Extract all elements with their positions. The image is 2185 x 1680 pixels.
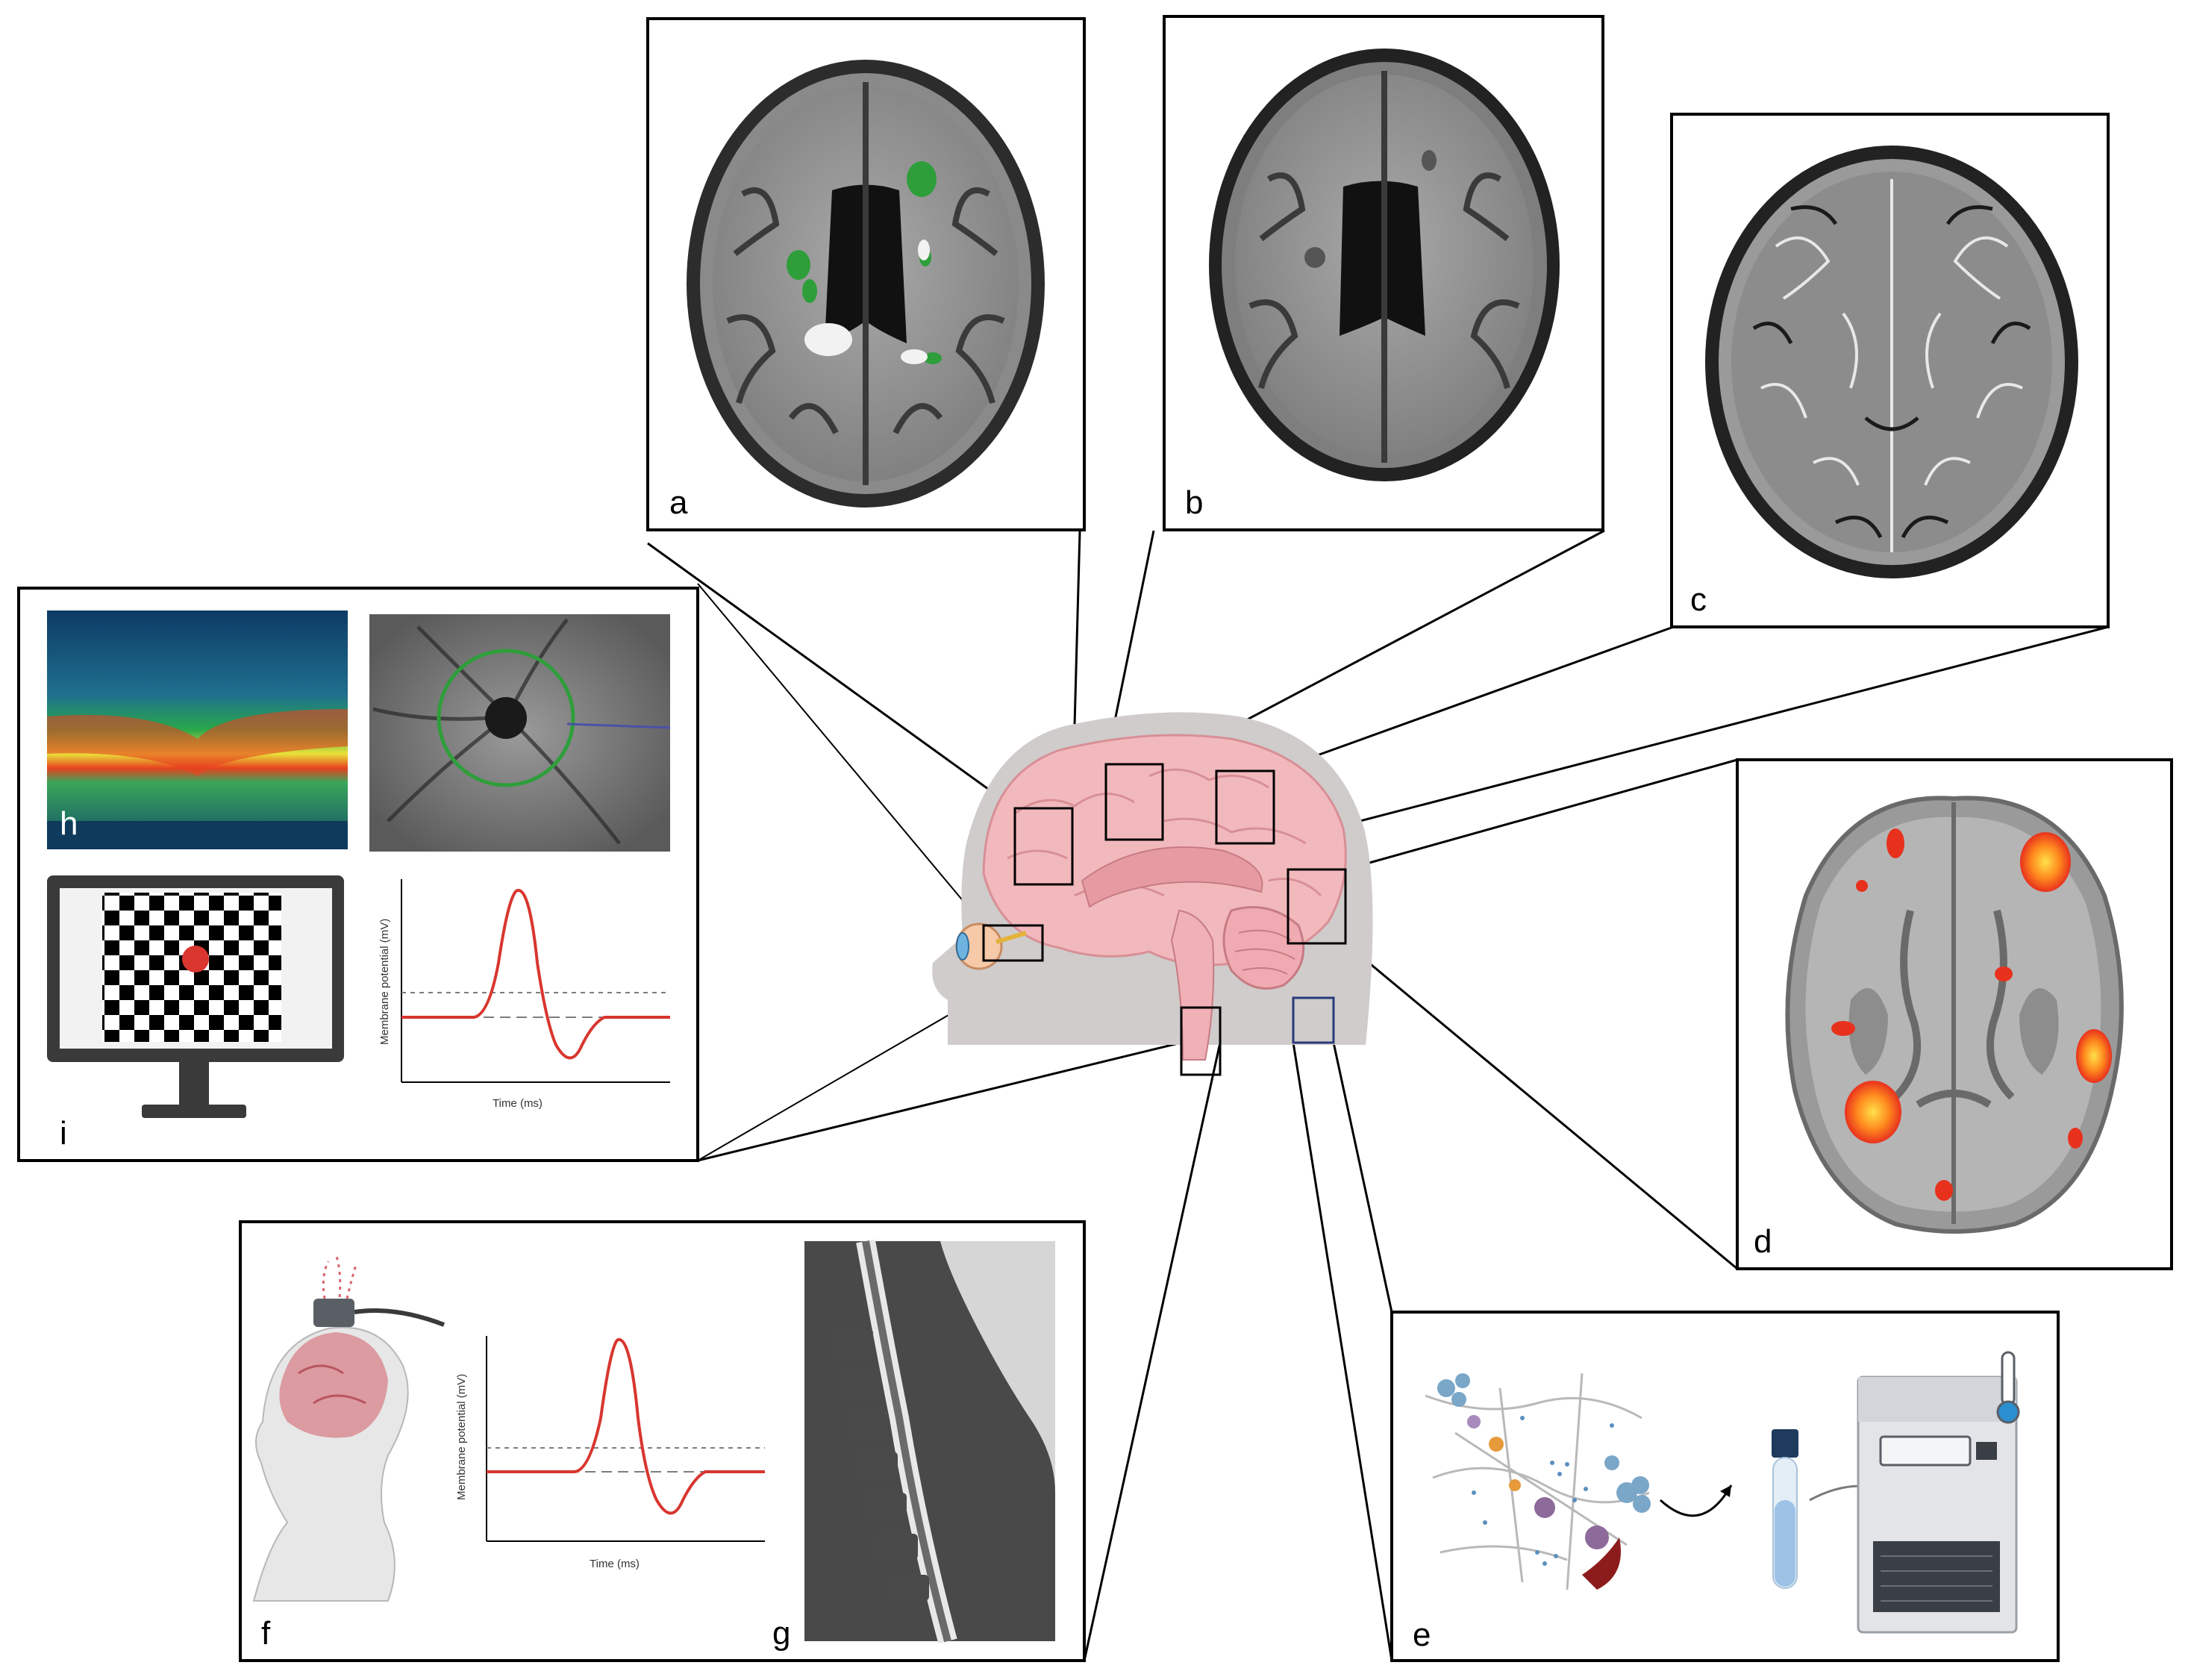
panel-a: a (646, 17, 1086, 531)
vep-trace (401, 889, 670, 1060)
panel-letter-h: h (60, 805, 78, 842)
eye-icon (955, 922, 1027, 970)
thermometer-icon (1996, 1351, 2020, 1424)
panel-c: c (1670, 113, 2110, 628)
panel-h-i: h Mem (17, 587, 699, 1162)
neural-cells-illustration (1425, 1373, 1651, 1590)
region-box-c (1215, 769, 1275, 845)
brain-region-boxes (982, 763, 1347, 1076)
lesion-map (787, 161, 942, 364)
arrow-to-tube (1659, 1484, 1733, 1517)
panel-letter-b: b (1185, 484, 1203, 521)
panel-f-g: Membrane potential (mV) Time (ms) f g (239, 1220, 1086, 1662)
corpus-callosum (1081, 846, 1263, 908)
region-box-a (1013, 807, 1074, 886)
vep-signal-plot: Membrane potential (mV) Time (ms) (378, 879, 670, 1110)
panel-letter-c: c (1690, 581, 1707, 618)
mri-brain-a (687, 60, 1045, 508)
freezer-icon (1857, 1375, 2018, 1634)
cerebellum (1222, 906, 1305, 990)
spinal-cord-mri (804, 1239, 1055, 1644)
mri-brain-c (1705, 146, 2078, 578)
fundus-image (369, 614, 671, 852)
region-box-f-g (1180, 1006, 1222, 1076)
panel-b: b (1163, 15, 1604, 531)
activation-blobs (1831, 828, 2112, 1201)
panel-letter-i: i (60, 1115, 67, 1152)
checkerboard-monitor-icon (47, 875, 344, 1118)
central-head-illustration (932, 712, 1373, 1061)
region-box-h-i (982, 924, 1044, 962)
oct-retina-scan (47, 611, 348, 849)
fmri-brain-d (1785, 796, 2124, 1234)
brain-gyri (1007, 768, 1322, 897)
mep-signal-plot: Membrane potential (mV) Time (ms) (455, 1336, 765, 1570)
panel-d: d (1736, 758, 2173, 1270)
vep-xlabel: Time (ms) (493, 1097, 543, 1110)
tms-head-illustration (252, 1253, 446, 1602)
mri-brain-b (1209, 49, 1560, 481)
region-box-d (1287, 868, 1347, 945)
panel-letter-f: f (261, 1615, 271, 1652)
panel-e: e (1390, 1311, 2060, 1662)
mep-xlabel: Time (ms) (590, 1558, 640, 1570)
region-box-b (1104, 763, 1164, 841)
panel-letter-a: a (669, 484, 688, 521)
mep-ylabel: Membrane potential (mV) (455, 1374, 468, 1500)
sample-tube-icon (1772, 1429, 1798, 1589)
tms-coil-icon (313, 1299, 354, 1327)
vep-ylabel: Membrane potential (mV) (378, 919, 391, 1045)
mep-trace (487, 1337, 765, 1515)
panel-letter-g: g (772, 1615, 790, 1652)
panel-letter-d: d (1754, 1223, 1772, 1260)
region-box-e (1292, 996, 1335, 1044)
panel-letter-e: e (1413, 1617, 1431, 1653)
